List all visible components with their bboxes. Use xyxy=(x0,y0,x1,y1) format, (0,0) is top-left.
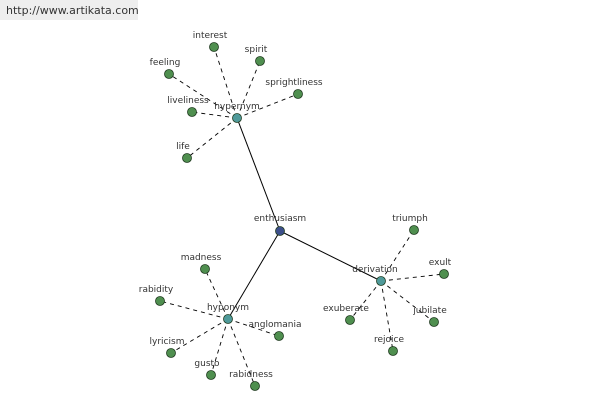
label-liveliness[interactable]: liveliness xyxy=(167,96,209,106)
edge-hypernym-spirit xyxy=(236,60,261,119)
label-jubilate[interactable]: jubilate xyxy=(412,306,447,316)
label-hyponym[interactable]: hyponym xyxy=(207,303,249,313)
edge-derivation-exult xyxy=(380,273,445,282)
edge-center-hyponym xyxy=(227,230,281,320)
label-sprightliness[interactable]: sprightliness xyxy=(265,78,322,88)
graph-edges xyxy=(159,46,445,387)
label-exuberate[interactable]: exuberate xyxy=(323,304,369,314)
edge-center-derivation xyxy=(279,230,382,282)
label-triumph[interactable]: triumph xyxy=(392,214,428,224)
edge-hyponym-gusto xyxy=(210,318,229,376)
node-rejoice[interactable] xyxy=(388,346,398,356)
label-derivation[interactable]: derivation xyxy=(352,265,398,275)
graph-labels: interest spirit feeling sprightliness liveli… xyxy=(139,31,452,380)
label-rejoice[interactable]: rejoice xyxy=(374,335,404,345)
node-life[interactable] xyxy=(182,153,192,163)
node-rabidity[interactable] xyxy=(155,296,165,306)
node-gusto[interactable] xyxy=(206,370,216,380)
label-gusto[interactable]: gusto xyxy=(194,359,220,369)
edge-hypernym-feeling xyxy=(168,73,238,119)
url-bar: http://www.artikata.com xyxy=(0,0,139,20)
label-rabidness[interactable]: rabidness xyxy=(229,370,273,380)
node-hypernym[interactable] xyxy=(232,113,242,123)
edge-hyponym-madness xyxy=(204,268,229,320)
label-hypernym[interactable]: hypernym xyxy=(214,102,260,112)
edge-derivation-rejoice xyxy=(380,280,394,352)
label-feeling[interactable]: feeling xyxy=(150,58,181,68)
node-exult[interactable] xyxy=(439,269,449,279)
node-feeling[interactable] xyxy=(164,69,174,79)
label-madness[interactable]: madness xyxy=(181,253,222,263)
label-life[interactable]: life xyxy=(176,142,190,152)
node-lyricism[interactable] xyxy=(166,348,176,358)
node-exuberate[interactable] xyxy=(345,315,355,325)
edge-derivation-exuberate xyxy=(349,280,382,321)
node-spirit[interactable] xyxy=(255,56,265,66)
label-lyricism[interactable]: lyricism xyxy=(150,337,185,347)
node-madness[interactable] xyxy=(200,264,210,274)
url-text[interactable]: http://www.artikata.com xyxy=(6,4,139,17)
label-anglomania[interactable]: anglomania xyxy=(249,320,302,330)
edge-hyponym-rabidity xyxy=(159,300,229,320)
node-jubilate[interactable] xyxy=(429,317,439,327)
edge-hyponym-lyricism xyxy=(170,318,229,354)
node-rabidness[interactable] xyxy=(250,381,260,391)
graph-nodes xyxy=(155,42,449,391)
node-interest[interactable] xyxy=(209,42,219,52)
label-spirit[interactable]: spirit xyxy=(245,45,268,55)
edge-center-hypernym xyxy=(236,117,281,232)
edge-derivation-jubilate xyxy=(380,280,435,323)
label-enthusiasm[interactable]: enthusiasm xyxy=(254,214,306,224)
edge-hyponym-anglomania xyxy=(227,318,280,337)
node-hyponym[interactable] xyxy=(223,314,233,324)
label-rabidity[interactable]: rabidity xyxy=(139,285,174,295)
label-interest[interactable]: interest xyxy=(193,31,228,41)
label-exult[interactable]: exult xyxy=(429,258,452,268)
node-triumph[interactable] xyxy=(409,225,419,235)
node-sprightliness[interactable] xyxy=(293,89,303,99)
edge-hypernym-life xyxy=(186,117,238,159)
node-enthusiasm[interactable] xyxy=(275,226,285,236)
edge-hypernym-liveliness xyxy=(191,111,238,119)
node-anglomania[interactable] xyxy=(274,331,284,341)
node-derivation[interactable] xyxy=(376,276,386,286)
edge-derivation-triumph xyxy=(380,229,415,282)
node-liveliness[interactable] xyxy=(187,107,197,117)
edge-hypernym-sprightliness xyxy=(236,93,299,119)
